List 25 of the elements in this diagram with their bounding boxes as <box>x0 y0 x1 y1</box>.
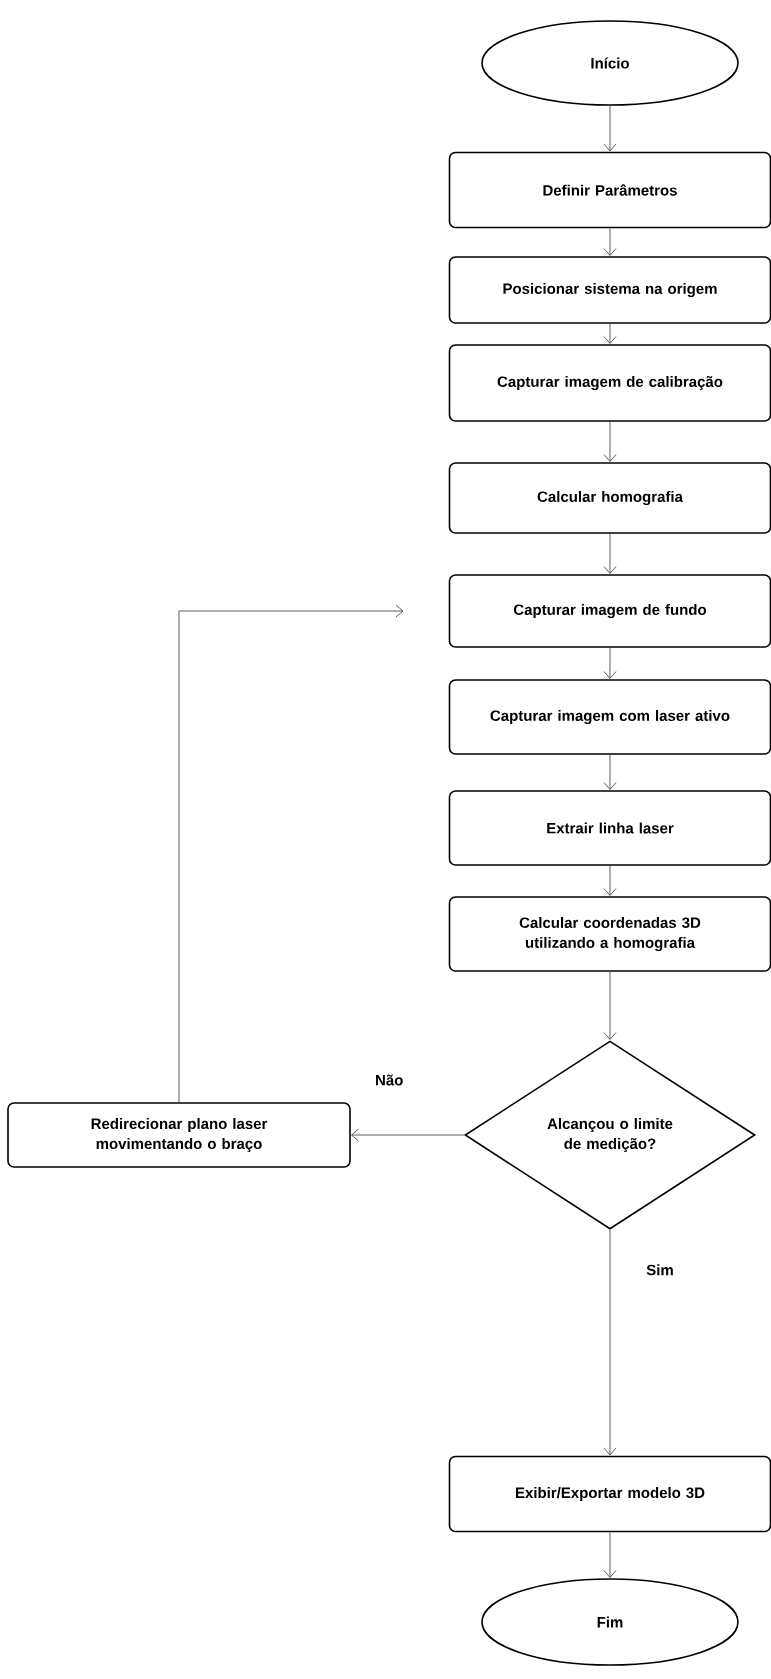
arrow <box>603 227 617 256</box>
arrow <box>603 533 617 574</box>
edge-label: Não <box>373 1072 406 1088</box>
arrow <box>603 421 617 462</box>
arrow <box>603 1229 617 1456</box>
process-box: Calcular homografia <box>448 462 771 534</box>
arrow <box>603 647 617 679</box>
process-box: Extrair linha laser <box>448 790 771 866</box>
process-box: Posicionar sistema na origem <box>448 256 771 324</box>
process-box: Calcular coordenadas 3D utilizando a homografia <box>448 896 771 972</box>
arrow <box>603 1531 617 1578</box>
arrow <box>603 754 617 790</box>
process-box: Definir Parâmetros <box>448 151 771 229</box>
process-box: Capturar imagem de calibração <box>448 344 771 422</box>
process-box: Exibir/Exportar modelo 3D <box>448 1455 771 1533</box>
arrow <box>351 1128 465 1142</box>
arrow <box>603 971 617 1040</box>
arrow <box>603 865 617 896</box>
process-box: Capturar imagem de fundo <box>448 574 771 648</box>
arrow <box>603 323 617 344</box>
process-box: Redirecionar plano laser movimentando o braço <box>7 1102 351 1168</box>
process-box: Capturar imagem com laser ativo <box>448 679 771 755</box>
arrow <box>603 105 617 152</box>
arrow <box>178 604 404 1103</box>
edge-label: Sim <box>644 1262 676 1278</box>
